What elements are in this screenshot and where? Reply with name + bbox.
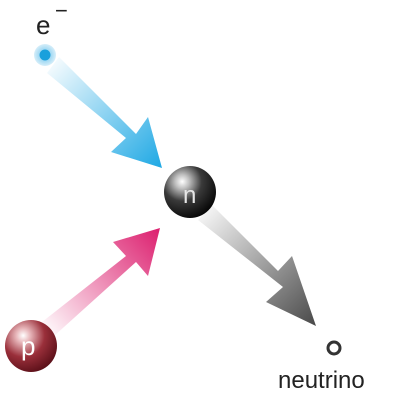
electron [34, 44, 56, 66]
proton: p [5, 320, 57, 372]
electron-core [39, 49, 51, 61]
proton-sphere [5, 320, 57, 372]
proton-label: p [21, 331, 35, 361]
neutrino-label: neutrino [278, 367, 365, 394]
neutrino-arrow [198, 205, 316, 326]
neutron: n [164, 166, 216, 218]
neutron-label: n [183, 182, 196, 209]
neutrino [326, 340, 342, 356]
electron-label: e [36, 10, 50, 40]
electron-arrow [47, 57, 162, 168]
electron-charge-label: − [55, 0, 68, 23]
neutron-sphere [164, 166, 216, 218]
proton-arrow [42, 228, 160, 336]
